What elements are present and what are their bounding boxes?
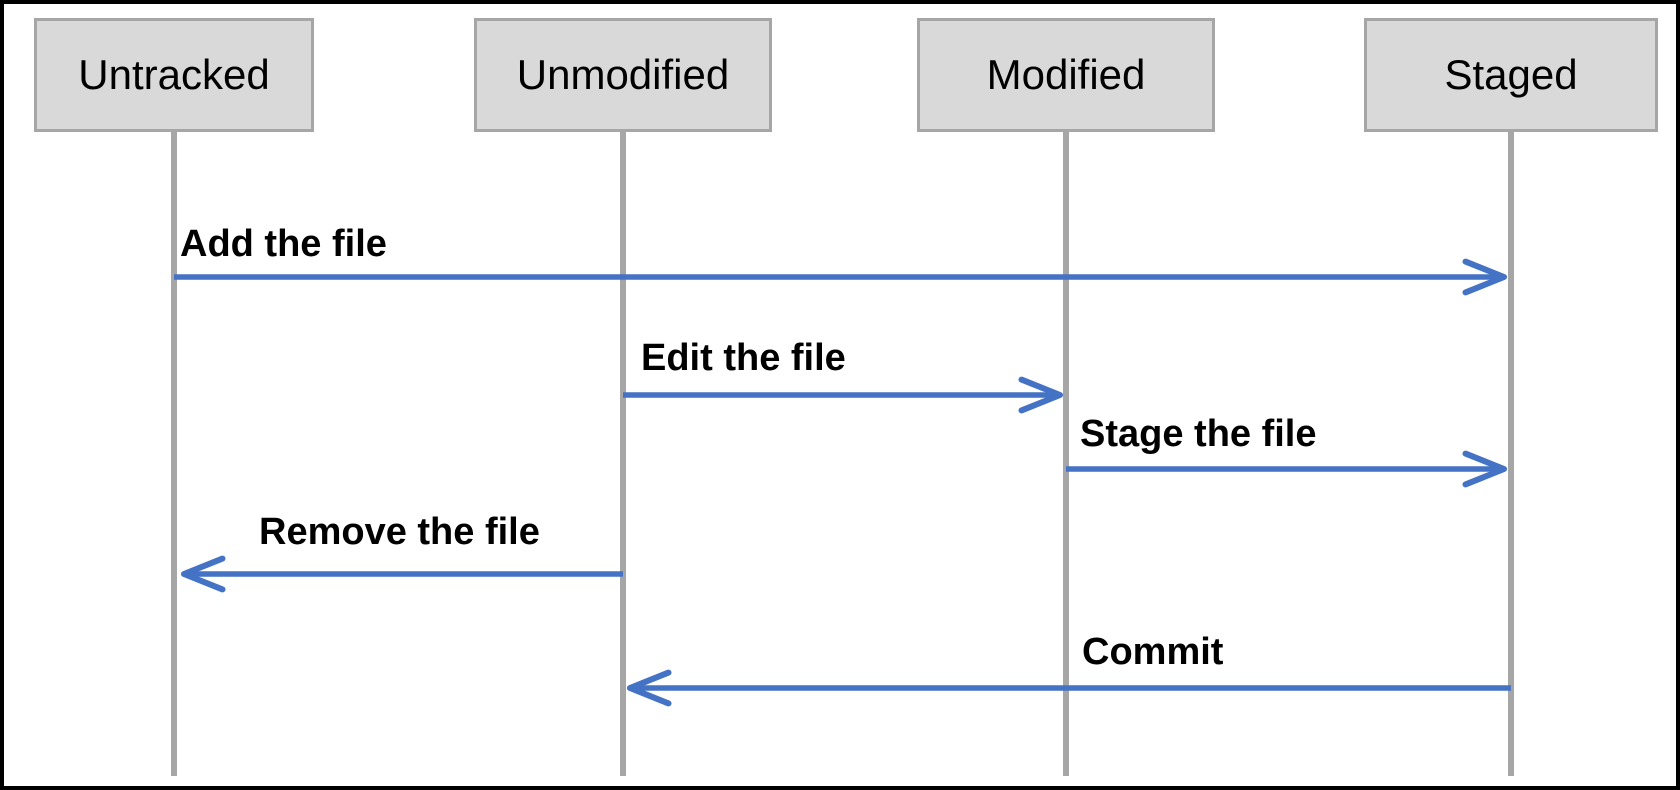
message-label-add-the-file: Add the file — [180, 223, 387, 265]
actor-box-untracked: Untracked — [34, 18, 314, 132]
lifeline-modified — [1063, 130, 1069, 776]
message-label-remove-the-file: Remove the file — [259, 511, 540, 553]
actor-box-unmodified: Unmodified — [474, 18, 772, 132]
actor-box-staged: Staged — [1364, 18, 1658, 132]
message-label-commit: Commit — [1082, 631, 1224, 673]
actor-box-modified: Modified — [917, 18, 1215, 132]
lifeline-unmodified — [620, 130, 626, 776]
actor-label-modified: Modified — [986, 51, 1146, 98]
actor-label-unmodified: Unmodified — [516, 51, 730, 98]
message-label-stage-the-file: Stage the file — [1080, 413, 1317, 455]
lifeline-untracked — [171, 130, 177, 776]
message-label-edit-the-file: Edit the file — [641, 337, 846, 379]
message-arrows — [174, 258, 1511, 707]
actor-label-untracked: Untracked — [78, 51, 270, 98]
actor-label-staged: Staged — [1444, 51, 1578, 98]
lifeline-staged — [1508, 130, 1514, 776]
